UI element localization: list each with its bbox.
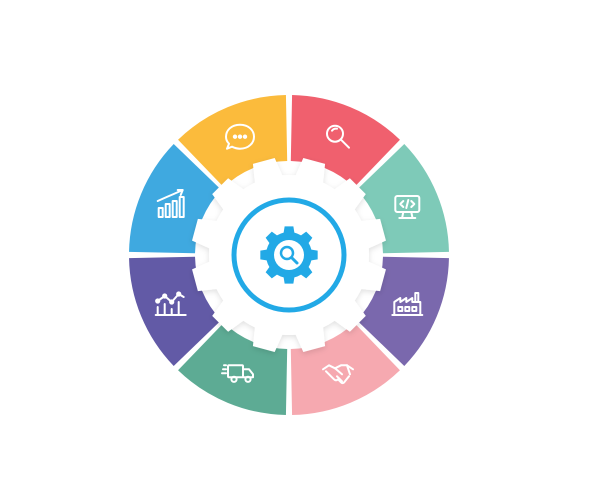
code-monitor-icon xyxy=(394,195,421,219)
search-icon xyxy=(326,124,350,149)
bar-chart-growth-icon xyxy=(156,189,185,218)
segment-icons xyxy=(154,123,424,385)
delivery-truck-icon xyxy=(221,364,254,383)
gear-search-icon xyxy=(260,226,318,284)
chat-bubble-icon xyxy=(225,123,255,150)
line-chart-icon xyxy=(154,291,187,316)
handshake-icon xyxy=(322,364,354,385)
factory-icon xyxy=(391,292,424,316)
